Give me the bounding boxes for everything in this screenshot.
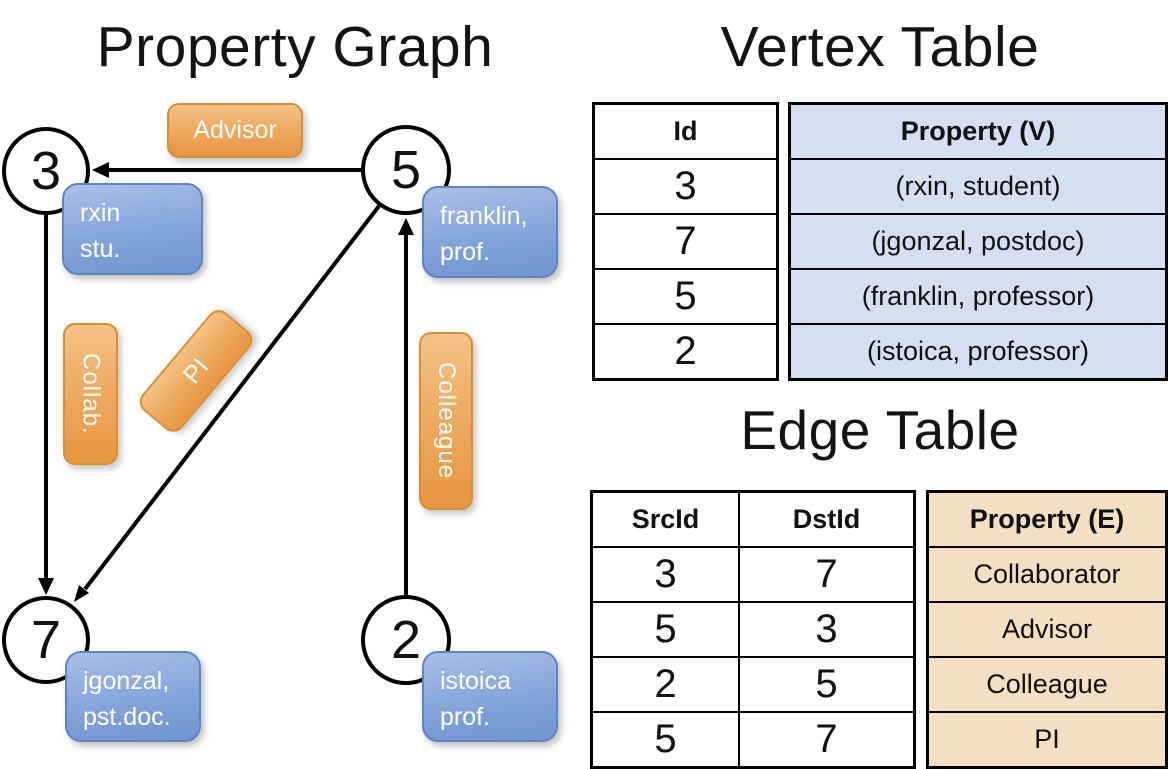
table-cell: 7 xyxy=(738,546,913,601)
vertex-table: Id 3 7 5 2 Property (V) (rxin, student) … xyxy=(592,102,1168,381)
graph-edges-layer xyxy=(38,162,414,602)
vertex-property-box-istoica: istoica prof. xyxy=(422,651,558,742)
vertex-table-title: Vertex Table xyxy=(720,15,1040,79)
table-cell: Colleague xyxy=(929,656,1165,711)
vertex-property-line: istoica xyxy=(440,667,511,695)
edge-advisor-arrowhead xyxy=(92,162,109,178)
table-cell: 5 xyxy=(595,268,776,323)
edge-pi-line xyxy=(83,204,381,591)
edge-pi-arrowhead xyxy=(74,585,89,602)
edge-label-text: Advisor xyxy=(193,116,277,144)
vertex-property-line: stu. xyxy=(80,235,121,264)
edge-table-title: Edge Table xyxy=(740,399,1020,461)
vertex-table-id-column: Id 3 7 5 2 xyxy=(592,102,779,381)
vertex-id-label: 5 xyxy=(390,140,422,200)
edge-table-id-columns: SrcId DstId 3 7 5 3 2 5 5 7 xyxy=(590,490,916,769)
table-cell: (jgonzal, postdoc) xyxy=(791,213,1165,268)
table-cell: Collaborator xyxy=(929,546,1165,601)
table-cell: 5 xyxy=(593,711,738,766)
edge-table-src-header: SrcId xyxy=(631,504,700,534)
edge-label-box-colleague: Colleague xyxy=(419,332,473,510)
table-cell: 2 xyxy=(593,656,738,711)
table-cell: 3 xyxy=(738,601,913,656)
edge-table-dst-header: DstId xyxy=(738,493,913,546)
table-cell: (franklin, professor) xyxy=(791,268,1165,323)
vertex-property-line: jgonzal, xyxy=(83,667,170,695)
vertex-table-property-column: Property (V) (rxin, student) (jgonzal, p… xyxy=(788,102,1168,381)
table-cell: 7 xyxy=(595,213,776,268)
vertex-property-line: franklin, xyxy=(440,202,528,230)
vertex-property-line: prof. xyxy=(440,703,491,732)
vertex-property-box-franklin: franklin, prof. xyxy=(422,186,558,278)
vertex-table-id-header: Id xyxy=(673,116,698,146)
vertex-id-label: 7 xyxy=(30,610,62,670)
edge-label-box-advisor: Advisor xyxy=(167,103,303,158)
edge-table-property-column: Property (E) Collaborator Advisor Collea… xyxy=(926,490,1168,769)
edge-table-property-header: Property (E) xyxy=(929,493,1165,546)
property-graph-title: Property Graph xyxy=(96,15,494,79)
table-cell: 7 xyxy=(738,711,913,766)
table-cell: (rxin, student) xyxy=(791,158,1165,213)
edge-label-text: Colleague xyxy=(433,362,460,480)
vertex-property-line: pst.doc. xyxy=(83,703,171,732)
edge-label-text: Collab. xyxy=(77,353,105,435)
vertex-property-line: rxin xyxy=(80,199,121,227)
table-cell: (istoica, professor) xyxy=(791,323,1165,378)
vertex-table-property-header: Property (V) xyxy=(791,105,1165,158)
edge-label-box-collab: Collab. xyxy=(63,323,118,465)
vertex-id-label: 3 xyxy=(30,141,62,201)
table-cell: 3 xyxy=(595,158,776,213)
edge-label-text: PI xyxy=(177,352,214,389)
edge-colleague-arrowhead xyxy=(398,218,414,235)
vertex-property-box-jgonzal: jgonzal, pst.doc. xyxy=(65,651,201,742)
edge-collab-arrowhead xyxy=(38,578,54,595)
vertex-property-line: prof. xyxy=(440,238,491,267)
table-cell: 5 xyxy=(738,656,913,711)
vertex-node-2: 2 xyxy=(361,595,451,685)
table-cell: Advisor xyxy=(929,601,1165,656)
table-cell: PI xyxy=(929,711,1165,766)
vertex-id-label: 2 xyxy=(390,610,422,670)
vertex-property-box-rxin: rxin stu. xyxy=(62,183,203,275)
table-cell: 2 xyxy=(595,323,776,378)
edge-table: SrcId DstId 3 7 5 3 2 5 5 7 Property (E)… xyxy=(590,490,1168,769)
table-cell: 5 xyxy=(593,601,738,656)
table-cell: 3 xyxy=(593,546,738,601)
